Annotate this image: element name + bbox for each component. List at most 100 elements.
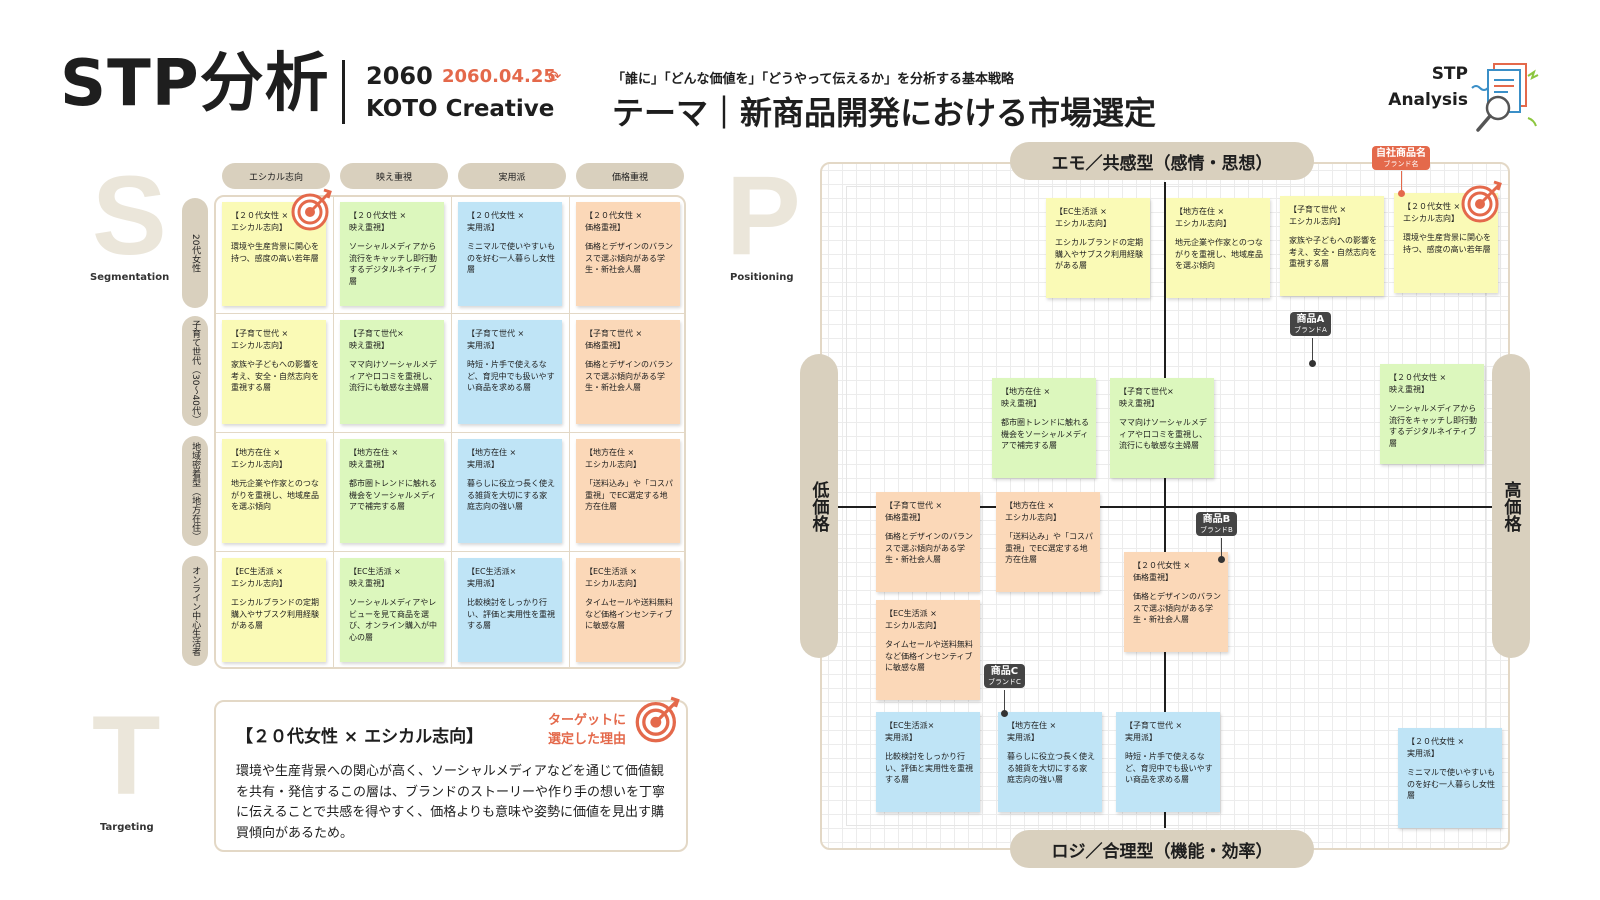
note-tag: 【地方在住 × 映え重視】 [1001,387,1051,408]
header-theme: テーマ｜新商品開発における市場選定 [612,94,1157,132]
note-tag: 【子育て世代× 映え重視】 [1119,387,1174,408]
note-body: 家族や子どもへの影響を考え、安全・自然志向を重視する層 [1289,236,1377,269]
note-body: 暮らしに役立つ長く使える雑貨を大切にする家庭志向の強い層 [467,479,555,512]
horizontal-axis [838,506,1492,508]
note-tag: 【地方在住 × 実用派】 [467,448,517,469]
note-tag: 【地方在住 × エシカル志向】 [1005,501,1061,522]
pin-product-a: 商品A ブランドA [1290,312,1331,337]
note-body: エシカルブランドの定期購入やサブスク利用経験がある層 [1055,238,1143,271]
note-tag: 【地方在住 × エシカル志向】 [1175,207,1231,228]
note-tag: 【子育て世代 × 実用派】 [1125,721,1183,742]
note-tag: 【EC生活派 × エシカル志向】 [885,609,941,630]
note-tag: 【２０代女性 × 映え重視】 [1389,373,1447,394]
note-body: 価格とデザインのバランスで選ぶ傾向がある学生・新社会人層 [1133,592,1221,625]
segment-note: 【地方在住 × 実用派】 暮らしに役立つ長く使える雑貨を大切にする家庭志向の強い… [458,439,562,543]
position-note: 【子育て世代 × 価格重視】 価格とデザインのバランスで選ぶ傾向がある学生・新社… [876,492,980,592]
pin-product-name: 商品C [990,666,1019,677]
note-body: 家族や子どもへの影響を考え、安全・自然志向を重視する層 [231,360,319,393]
segment-note: 【地方在住 × 映え重視】 都市圏トレンドに触れる機会をソーシャルメディアで補完… [340,439,444,543]
note-body: ソーシャルメディアやレビューを見て商品を選び、オンライン購入が中心の層 [349,598,437,642]
note-body: 時短・片手で使えるなど、育児中でも扱いやすい商品を求める層 [467,360,555,393]
header-subtitle: 「誰に」「どんな価値を」「どうやって伝えるか」を分析する基本戦略 [612,72,1014,87]
page-title: STP分析 [60,47,330,121]
note-body: 価格とデザインのバランスで選ぶ傾向がある学生・新社会人層 [585,360,673,393]
note-tag: 【EC生活派 × エシカル志向】 [585,567,641,588]
segment-note: 【子育て世代 × 実用派】 時短・片手で使えるなど、育児中でも扱いやすい商品を求… [458,320,562,424]
note-tag: 【子育て世代 × 価格重視】 [585,329,643,350]
note-tag: 【EC生活派 × 映え重視】 [349,567,401,588]
note-body: ママ向けソーシャルメディアや口コミを重視し、流行にも敏感な主婦層 [1119,418,1207,451]
letter-t: T [92,693,161,818]
pin-brand-name: ブランド名 [1383,160,1419,168]
note-body: ミニマルで使いやすいものを好む一人暮らし女性層 [467,242,555,275]
targeting-reason-line2: 選定した理由 [548,731,627,747]
position-note: 【２０代女性 × 価格重視】 価格とデザインのバランスで選ぶ傾向がある学生・新社… [1124,552,1228,652]
pin-product-name: 商品B [1202,514,1231,525]
note-body: 価格とデザインのバランスで選ぶ傾向がある学生・新社会人層 [885,532,973,565]
segment-note: 【２０代女性 × 価格重視】 価格とデザインのバランスで選ぶ傾向がある学生・新社… [576,202,680,306]
row-header-20s-women: 20代女性 [182,198,208,308]
note-tag: 【２０代女性 × 価格重視】 [1133,561,1191,582]
position-note: 【地方在住 × エシカル志向】 「送料込み」や「コスパ重視」でEC選定する地方在… [996,492,1100,592]
pin-brand-name: ブランドC [988,678,1021,686]
segment-note: 【EC生活派× 実用派】 比較検討をしっかり行い、評価と実用性を重視する層 [458,558,562,662]
note-body: エシカルブランドの定期購入やサブスク利用経験がある層 [231,598,319,631]
note-tag: 【子育て世代 × エシカル志向】 [231,329,289,350]
targeting-title: 【２０代女性 × エシカル志向】 [236,727,484,747]
grid-divider [216,432,684,433]
note-tag: 【２０代女性 × 実用派】 [467,211,525,232]
segment-note: 【EC生活派 × エシカル志向】 エシカルブランドの定期購入やサブスク利用経験が… [222,558,326,662]
pin-dot [1309,360,1316,367]
pin-stem [1312,338,1313,362]
target-icon [291,188,332,231]
position-note: 【２０代女性 × 映え重視】 ソーシャルメディアから流行をキャッチし即行動するデ… [1380,364,1484,464]
title-divider [342,60,345,124]
letter-s: S [92,153,167,278]
note-body: 「送料込み」や「コスパ重視」でEC選定する地方在住層 [1005,532,1093,565]
note-body: 暮らしに役立つ長く使える雑貨を大切にする家庭志向の強い層 [1007,752,1095,785]
letter-p: P [726,153,801,278]
note-body: 時短・片手で使えるなど、育児中でも扱いやすい商品を求める層 [1125,752,1213,785]
axis-label-emotional: エモ／共感型（感情・思想） [1010,142,1314,180]
note-tag: 【子育て世代 × 価格重視】 [885,501,943,522]
note-body: 都市圏トレンドに触れる機会をソーシャルメディアで補完する層 [349,479,437,512]
segment-note: 【地方在住 × エシカル志向】 地元企業や作家とのつながりを重視し、地域産品を選… [222,439,326,543]
column-header-instagrammable: 映え重視 [340,163,448,189]
pin-product-b: 商品B ブランドB [1196,512,1237,537]
axis-label-high-price: 高価格 [1492,354,1530,658]
note-tag: 【地方在住 × エシカル志向】 [585,448,641,469]
note-tag: 【地方在住 × エシカル志向】 [231,448,287,469]
targeting-reason-line1: ターゲットに [548,713,627,728]
note-body: タイムセールや送料無料など価格インセンティブに敏感な層 [885,640,973,673]
row-header-online: オンライン中心生活者 [182,556,208,666]
segment-note: 【子育て世代 × エシカル志向】 家族や子どもへの影響を考え、安全・自然志向を重… [222,320,326,424]
targeting-description: 環境や生産背景への関心が高く、ソーシャルメディアなどを通じて価値観を共有・発信す… [236,764,666,841]
segment-note: 【２０代女性 × 実用派】 ミニマルで使いやすいものを好む一人暮らし女性層 [458,202,562,306]
note-body: 都市圏トレンドに触れる機会をソーシャルメディアで補完する層 [1001,418,1089,451]
note-tag: 【２０代女性 × 価格重視】 [585,211,643,232]
segment-note: 【EC生活派 × 映え重視】 ソーシャルメディアやレビューを見て商品を選び、オン… [340,558,444,662]
note-tag: 【EC生活派 × エシカル志向】 [231,567,287,588]
position-note: 【子育て世代× 映え重視】 ママ向けソーシャルメディアや口コミを重視し、流行にも… [1110,378,1214,478]
segment-note: 【EC生活派 × エシカル志向】 タイムセールや送料無料など価格インセンティブに… [576,558,680,662]
pin-product-name: 自社商品名 [1376,148,1426,159]
position-note: 【地方在住 × エシカル志向】 地元企業や作家とのつながりを重視し、地域産品を選… [1166,198,1270,298]
pin-brand-name: ブランドB [1200,526,1233,534]
segmentation-caption: Segmentation [90,272,170,283]
position-note: 【地方在住 × 映え重視】 都市圏トレンドに触れる機会をソーシャルメディアで補完… [992,378,1096,478]
target-icon [635,696,680,743]
grid-divider [216,551,684,552]
axis-label-low-price: 低価格 [800,354,838,658]
pin-dot [1218,556,1225,563]
position-note: 【EC生活派× 実用派】 比較検討をしっかり行い、評価と実用性を重視する層 [876,712,980,812]
pin-product-c: 商品C ブランドC [984,664,1025,689]
header-date: 2060.04.25 [442,66,556,87]
positioning-caption: Positioning [730,272,794,283]
note-body: 環境や生産背景に関心を持つ、感度の高い若年層 [1403,233,1491,254]
note-tag: 【２０代女性 × エシカル志向】 [1403,202,1461,223]
stp-badge: STP Analysis [1378,62,1468,113]
note-tag: 【地方在住 × 映え重視】 [349,448,399,469]
segment-note: 【地方在住 × エシカル志向】 「送料込み」や「コスパ重視」でEC選定する地方在… [576,439,680,543]
note-body: ソーシャルメディアから流行をキャッチし即行動するデジタルネイティブ層 [349,242,437,286]
note-body: 価格とデザインのバランスで選ぶ傾向がある学生・新社会人層 [585,242,673,275]
